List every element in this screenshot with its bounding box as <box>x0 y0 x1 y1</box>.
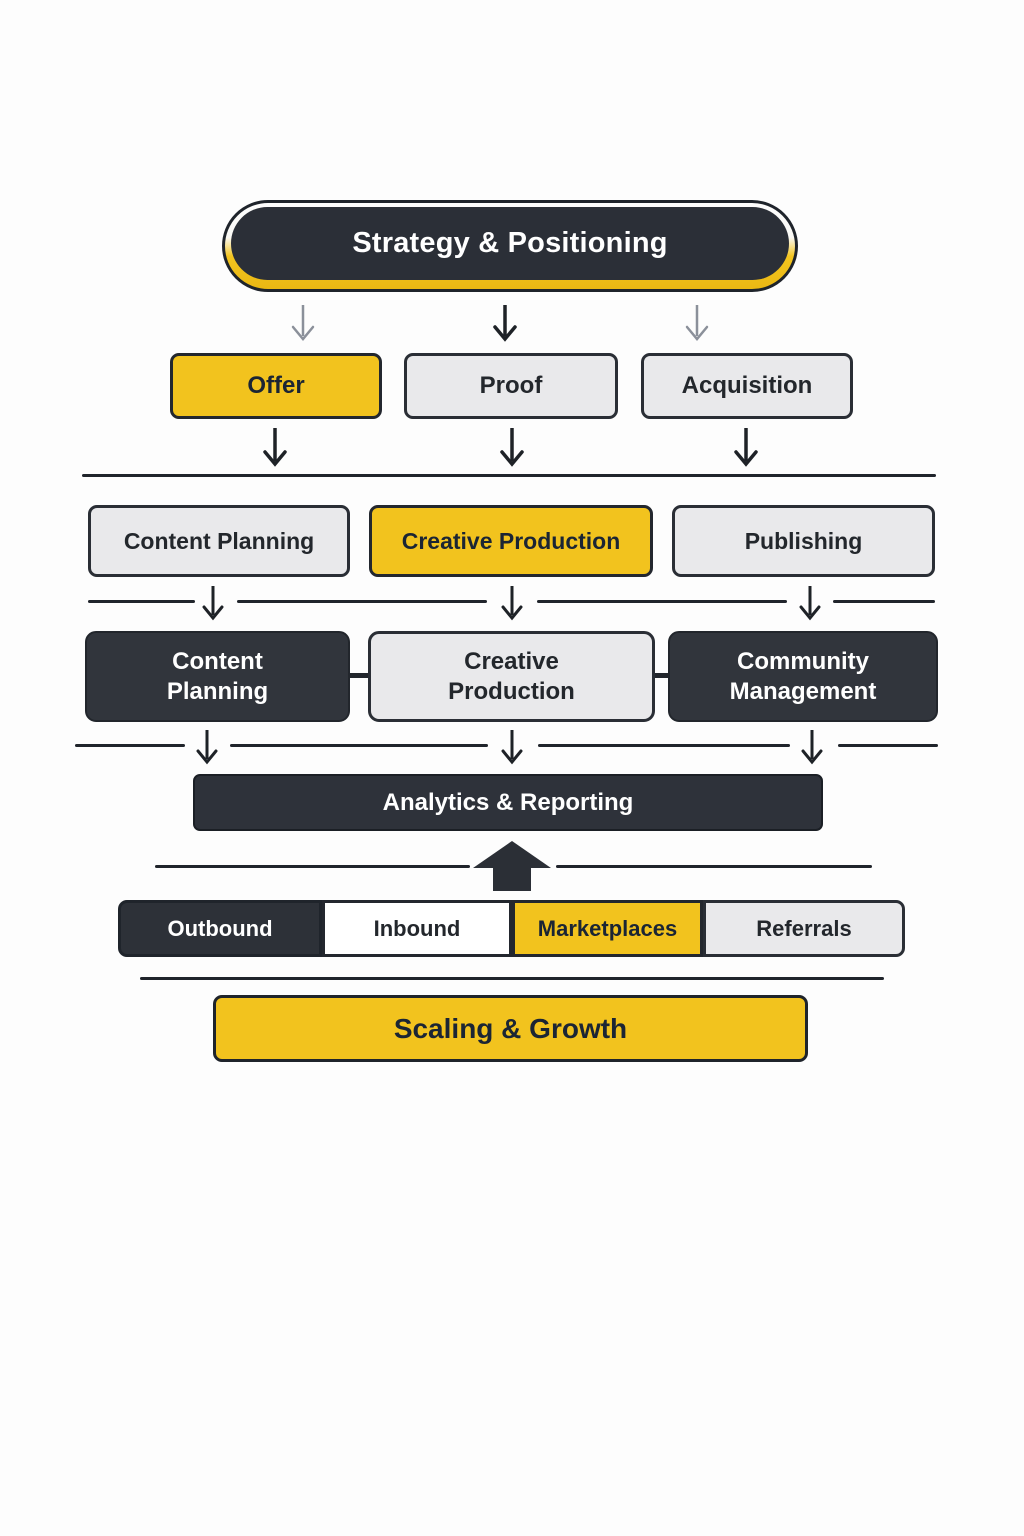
down-arrow-icon <box>732 426 760 474</box>
segment-referrals: Referrals <box>703 900 905 957</box>
box-publishing: Publishing <box>672 505 935 577</box>
down-arrow-icon <box>491 303 519 349</box>
box-label: Acquisition <box>681 372 813 399</box>
divider-segment <box>230 744 488 747</box>
box-label: Analytics & Reporting <box>382 788 634 816</box>
box-label: Content Planning <box>166 648 269 705</box>
down-arrow-icon <box>199 584 227 628</box>
divider-line <box>82 474 936 477</box>
down-arrow-icon <box>261 426 289 474</box>
connector-line <box>350 673 368 678</box>
box-label: Publishing <box>744 527 863 554</box>
box-label: Proof <box>479 372 543 399</box>
box-scaling-growth: Scaling & Growth <box>213 995 808 1062</box>
box-proof: Proof <box>404 353 618 419</box>
divider-segment <box>538 744 790 747</box>
down-arrow-icon <box>683 303 711 349</box>
segment-marketplaces: Marketplaces <box>512 900 703 957</box>
divider-segment <box>155 865 470 868</box>
box-label: Creative Production <box>401 527 621 554</box>
divider-segment <box>75 744 185 747</box>
segment-label: Referrals <box>756 915 852 941</box>
down-arrow-icon <box>498 728 526 772</box>
divider-segment <box>838 744 938 747</box>
down-arrow-icon <box>498 584 526 628</box>
up-arrow-icon <box>473 841 551 868</box>
divider-line <box>140 977 884 980</box>
segment-label: Outbound <box>167 915 273 941</box>
box-analytics-reporting: Analytics & Reporting <box>193 774 823 831</box>
box-label: Content Planning <box>123 527 315 554</box>
strategy-pill-label: Strategy & Positioning <box>231 207 789 280</box>
box-label: Scaling & Growth <box>393 1012 628 1044</box>
box-content-planning-ops: Content Planning <box>85 631 350 722</box>
box-label: Creative Production <box>448 648 575 705</box>
segment-outbound: Outbound <box>118 900 322 957</box>
down-arrow-icon <box>193 728 221 772</box>
down-arrow-icon <box>289 303 317 349</box>
down-arrow-icon <box>796 584 824 628</box>
box-creative-production-ops: Creative Production <box>368 631 655 722</box>
box-acquisition: Acquisition <box>641 353 853 419</box>
segment-inbound: Inbound <box>322 900 512 957</box>
box-label: Community Management <box>729 648 877 705</box>
divider-segment <box>537 600 787 603</box>
box-label: Offer <box>247 372 305 399</box>
up-arrow-icon <box>493 866 531 891</box>
connector-line <box>655 673 668 678</box>
box-creative-production: Creative Production <box>369 505 653 577</box>
box-content-planning: Content Planning <box>88 505 350 577</box>
strategy-pill: Strategy & Positioning <box>222 200 798 292</box>
divider-segment <box>237 600 487 603</box>
divider-segment <box>88 600 195 603</box>
segment-label: Inbound <box>373 915 461 941</box>
segment-label: Marketplaces <box>537 915 678 941</box>
down-arrow-icon <box>498 426 526 474</box>
box-community-management: Community Management <box>668 631 938 722</box>
divider-segment <box>556 865 872 868</box>
down-arrow-icon <box>798 728 826 772</box>
box-offer: Offer <box>170 353 382 419</box>
divider-segment <box>833 600 935 603</box>
